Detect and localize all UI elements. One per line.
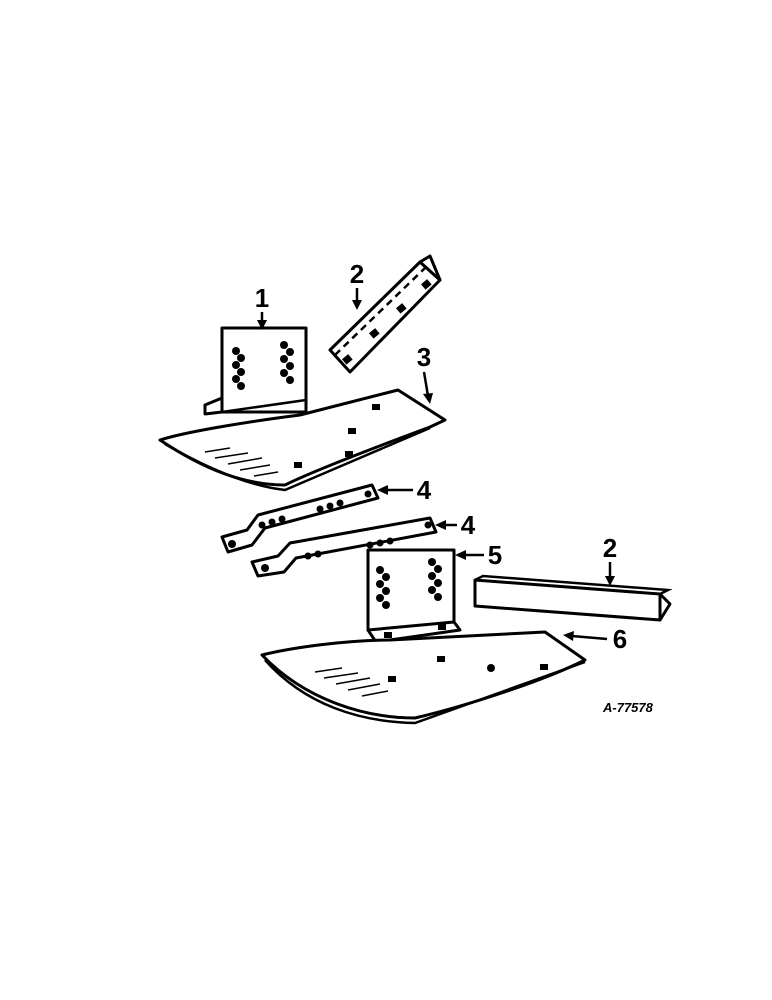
part-4-upper-strap (220, 483, 380, 554)
callout-part-4-upper: 4 (417, 475, 432, 505)
part-3-runner-shoe (158, 388, 447, 492)
leader-part-4-upper (377, 485, 413, 495)
part-2-lower-angle-iron (473, 574, 673, 622)
part-2-upper-angle-iron (328, 254, 442, 374)
callout-part-3: 3 (417, 342, 431, 372)
leader-part-2-lower (605, 562, 615, 586)
part-6-wear-hatching (314, 667, 389, 697)
callout-part-2-lower: 2 (603, 533, 617, 563)
part-5-plate-bracket (366, 548, 462, 644)
callout-part-2-upper: 2 (350, 259, 364, 289)
callout-part-6: 6 (613, 624, 627, 654)
callout-part-5: 5 (488, 540, 502, 570)
leader-part-6 (563, 631, 608, 641)
part-3-wear-hatching (204, 447, 279, 477)
part-5-holes (376, 558, 446, 638)
reference-code: A-77578 (602, 700, 654, 715)
leader-part-5 (455, 550, 484, 560)
leader-part-2-upper (352, 288, 362, 310)
callout-part-4-lower: 4 (461, 510, 476, 540)
part-4-lower-strap (250, 516, 438, 578)
part-6-runner-shoe (260, 630, 587, 725)
part-1-plate-bracket (203, 326, 308, 416)
part-2-upper-holes (342, 279, 432, 365)
leader-part-3 (422, 371, 433, 404)
part-1-holes (232, 341, 294, 390)
callout-part-1: 1 (255, 283, 269, 313)
leader-part-4-lower (435, 520, 457, 530)
leader-part-1 (257, 312, 267, 330)
